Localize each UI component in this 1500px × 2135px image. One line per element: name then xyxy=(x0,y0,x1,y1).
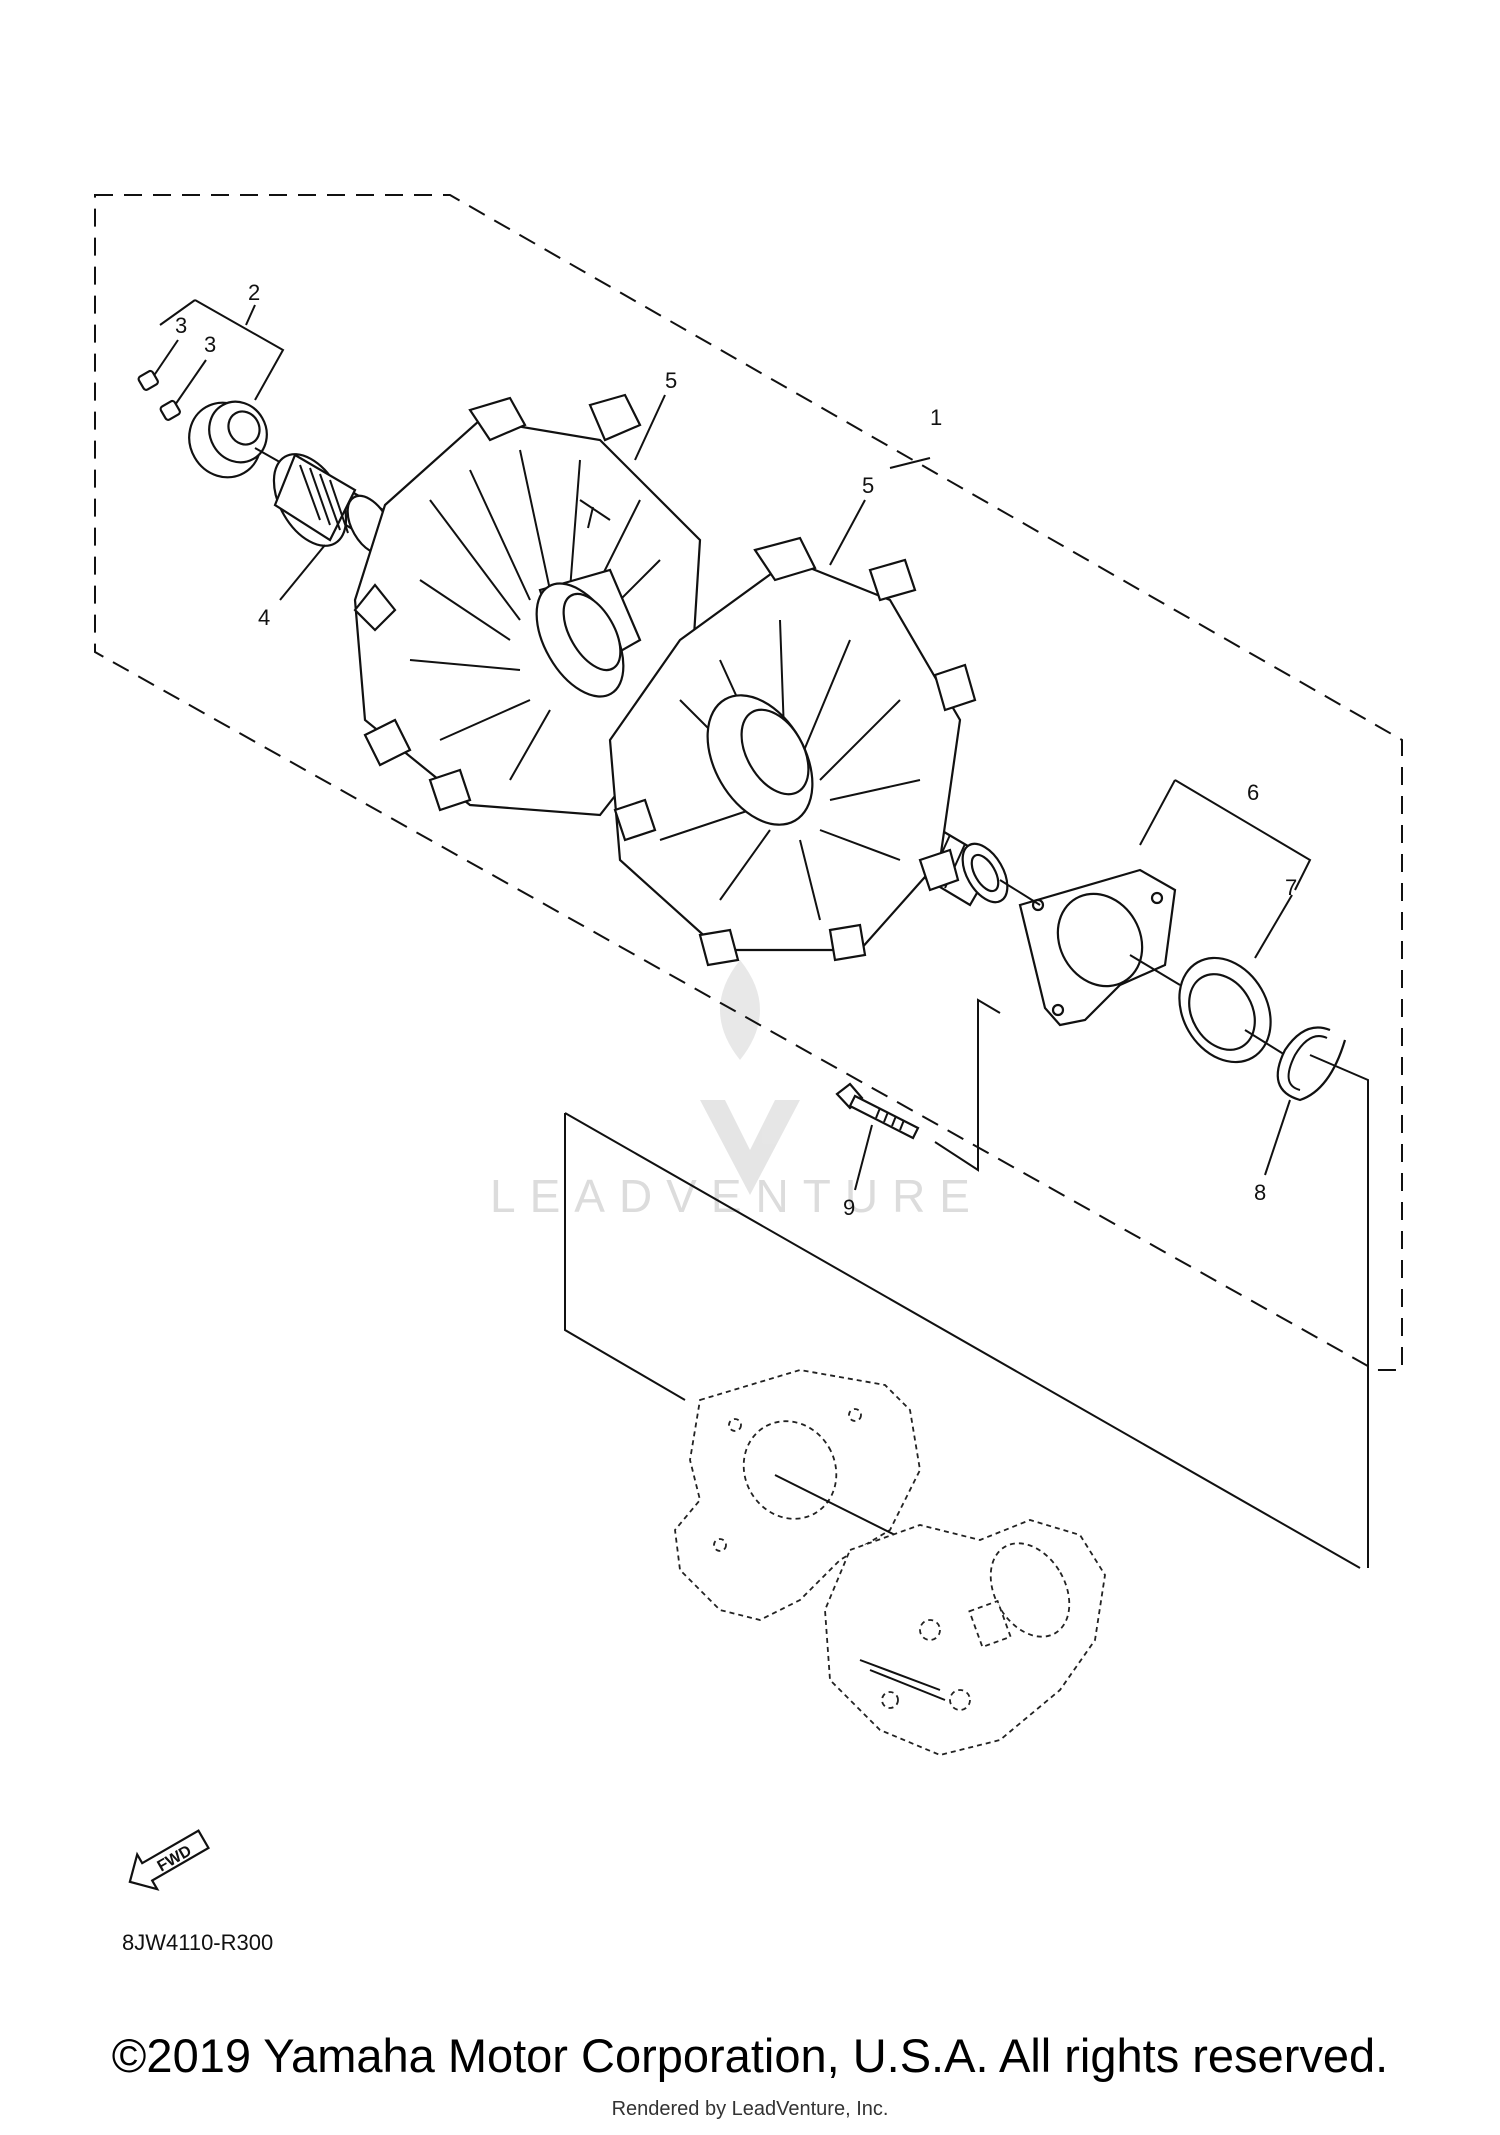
callout-4: 4 xyxy=(258,605,270,630)
leader-7 xyxy=(1254,894,1293,959)
bearing-plate-6 xyxy=(1018,868,1177,1027)
rendered-by-notice: Rendered by LeadVenture, Inc. xyxy=(611,2098,889,2120)
callout-5a: 5 xyxy=(665,368,677,393)
brake-mount-plate xyxy=(674,1369,921,1621)
callout-3b: 3 xyxy=(204,332,216,357)
axis-plate-to-seal xyxy=(1129,954,1181,986)
leader-5b xyxy=(829,499,866,566)
bolt-9 xyxy=(835,1082,920,1140)
bearing-2 xyxy=(188,400,268,479)
leader-4 xyxy=(279,544,326,601)
callout-8: 8 xyxy=(1254,1180,1266,1205)
shaft-axis-right xyxy=(999,879,1041,906)
cap-3-lower xyxy=(159,399,181,421)
leader-8 xyxy=(1264,1099,1291,1176)
cap-3-upper xyxy=(137,369,159,391)
leader-3a xyxy=(152,339,179,378)
callout-3a: 3 xyxy=(175,313,187,338)
callout-9: 9 xyxy=(843,1195,855,1220)
callout-7: 7 xyxy=(1285,875,1297,900)
watermark-text: LEADVENTURE xyxy=(490,1170,984,1222)
diagram-code: 8JW4110-R300 xyxy=(122,1930,273,1955)
circlip-8 xyxy=(1276,1026,1347,1102)
brake-caliper xyxy=(824,1519,1106,1756)
leadventure-watermark: LEADVENTURE xyxy=(490,960,984,1222)
copyright-notice: ©2019 Yamaha Motor Corporation, U.S.A. A… xyxy=(111,2029,1389,2082)
leader-5a xyxy=(634,394,666,461)
oil-seal-7 xyxy=(1178,956,1272,1064)
callout-2: 2 xyxy=(248,280,260,305)
bolt-plate-link xyxy=(934,998,1001,1172)
reference-box xyxy=(564,1054,1369,1569)
leader-1 xyxy=(889,457,931,469)
hub-collar-inner xyxy=(562,592,622,672)
fwd-arrow-icon: FWD xyxy=(128,1829,210,1891)
bracket-6 xyxy=(1139,779,1312,891)
bracket-2 xyxy=(159,299,285,401)
leader-9 xyxy=(854,1124,873,1191)
callout-6: 6 xyxy=(1247,780,1259,805)
axis-plate-to-caliper xyxy=(774,1474,906,1541)
sprocket-5-right xyxy=(608,536,977,967)
leader-3b xyxy=(174,359,207,406)
callout-1: 1 xyxy=(930,405,942,430)
assembly-boundary xyxy=(94,194,1403,1371)
callout-5b: 5 xyxy=(862,473,874,498)
